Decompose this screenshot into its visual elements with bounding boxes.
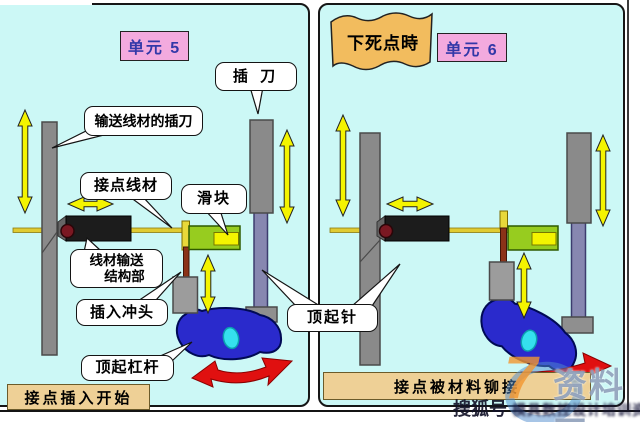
- watermark-brand-text: 资料网: [553, 367, 625, 422]
- motion-arrow-horizontal-R: [385, 196, 435, 212]
- unit5-label-text: 单元 5: [127, 40, 182, 57]
- bubble-insert-punch-text: 插入冲头: [89, 303, 154, 321]
- motion-arrow-vertical-left-R: [335, 113, 351, 218]
- watermark-source-line: 搜狐号 模具数控设计培训资料: [453, 395, 640, 421]
- lever-pivot-right: [520, 329, 538, 352]
- punch-pin-left: [183, 246, 190, 280]
- insert-punch-block-left: [172, 276, 199, 314]
- slider-block-right: [531, 232, 557, 246]
- watermark-source-text: 搜狐号: [453, 399, 507, 419]
- bubble-insert-blade: 插 刀: [215, 62, 297, 91]
- caption-unit5: 接点插入开始: [7, 384, 150, 410]
- wire-feed-blade-bar-left: [41, 121, 58, 356]
- lift-pin-foot-right: [561, 316, 594, 334]
- wire-feeder-block-right: [384, 215, 450, 242]
- wire-clamp-right: [499, 210, 508, 230]
- feed-roller-left: [60, 223, 75, 239]
- outer-frame-line: [627, 0, 629, 410]
- bubble-wire-feed-unit-line2: 结构部: [104, 268, 145, 284]
- unit6-label: 单元 6: [437, 33, 507, 62]
- tail-lift-pin-left: [261, 269, 323, 307]
- bubble-wire-feed-unit: 线材输送 结构部: [70, 249, 163, 288]
- flag-label: 下死点時: [337, 28, 429, 54]
- tail-insert-blade: [249, 86, 264, 115]
- bubble-wire-feed-unit-line1: 线材输送: [89, 252, 144, 268]
- rotation-arrow-red-L: [191, 357, 294, 388]
- punch-pin-right: [500, 227, 507, 265]
- feed-roller-right: [378, 223, 394, 239]
- bubble-contact-wire-text: 接点线材: [93, 177, 158, 195]
- bubble-wire-feed-blade-text: 输送线材的插刀: [94, 112, 193, 129]
- wire-feeder-block-left: [65, 215, 132, 242]
- insert-punch-block-right: [488, 261, 515, 301]
- top-edge-artifact: [0, 0, 92, 5]
- caption-unit6-text: 接点被材料铆接: [393, 378, 520, 396]
- bubble-lift-pin-text: 顶起针: [306, 309, 358, 327]
- bubble-insert-blade-text: 插 刀: [232, 67, 280, 85]
- motion-arrow-punch-R: [516, 251, 532, 320]
- bubble-slider: 滑块: [181, 184, 247, 214]
- motion-arrow-horizontal-L: [66, 196, 115, 212]
- caption-unit5-text: 接点插入开始: [24, 389, 133, 407]
- watermark-brand: 资料网: [553, 358, 640, 422]
- watermark-logo-digit: 7: [504, 348, 537, 408]
- bubble-contact-wire: 接点线材: [80, 172, 172, 200]
- lift-pin-rod-left: [253, 209, 269, 309]
- motion-arrow-vertical-right-L: [279, 128, 295, 225]
- bubble-insert-punch: 插入冲头: [76, 299, 168, 326]
- unit5-label: 单元 5: [120, 31, 189, 61]
- bubble-slider-text: 滑块: [196, 190, 231, 208]
- bottom-frame-line: [0, 410, 640, 412]
- bubble-lift-pin: 顶起针: [287, 304, 378, 332]
- motion-arrow-vertical-right-R: [595, 133, 611, 228]
- unit6-label-text: 单元 6: [445, 41, 499, 59]
- blade-joint-line-right: [359, 239, 381, 263]
- insert-blade-bar-left: [249, 119, 274, 214]
- bubble-wire-feed-blade: 输送线材的插刀: [84, 106, 203, 136]
- watermark-logo-digit-text: 7: [504, 344, 538, 411]
- lift-pin-rod-right: [570, 219, 587, 320]
- insert-blade-bar-right: [566, 132, 592, 224]
- blade-joint-line-left: [41, 231, 58, 254]
- slider-block-left: [213, 232, 239, 246]
- watermark-small-text: 模具数控设计培训资料: [512, 402, 640, 418]
- lever-pivot-left: [222, 326, 240, 350]
- motion-arrow-vertical-left-L: [17, 108, 33, 215]
- caption-unit6: 接点被材料铆接: [323, 372, 591, 400]
- flag-label-text: 下死点時: [347, 33, 419, 53]
- bottom-dead-center-flag: [330, 12, 433, 71]
- bubble-lift-lever: 顶起杠杆: [81, 355, 174, 381]
- motion-arrow-punch-L: [200, 253, 216, 315]
- bubble-lift-lever-text: 顶起杠杆: [95, 359, 160, 377]
